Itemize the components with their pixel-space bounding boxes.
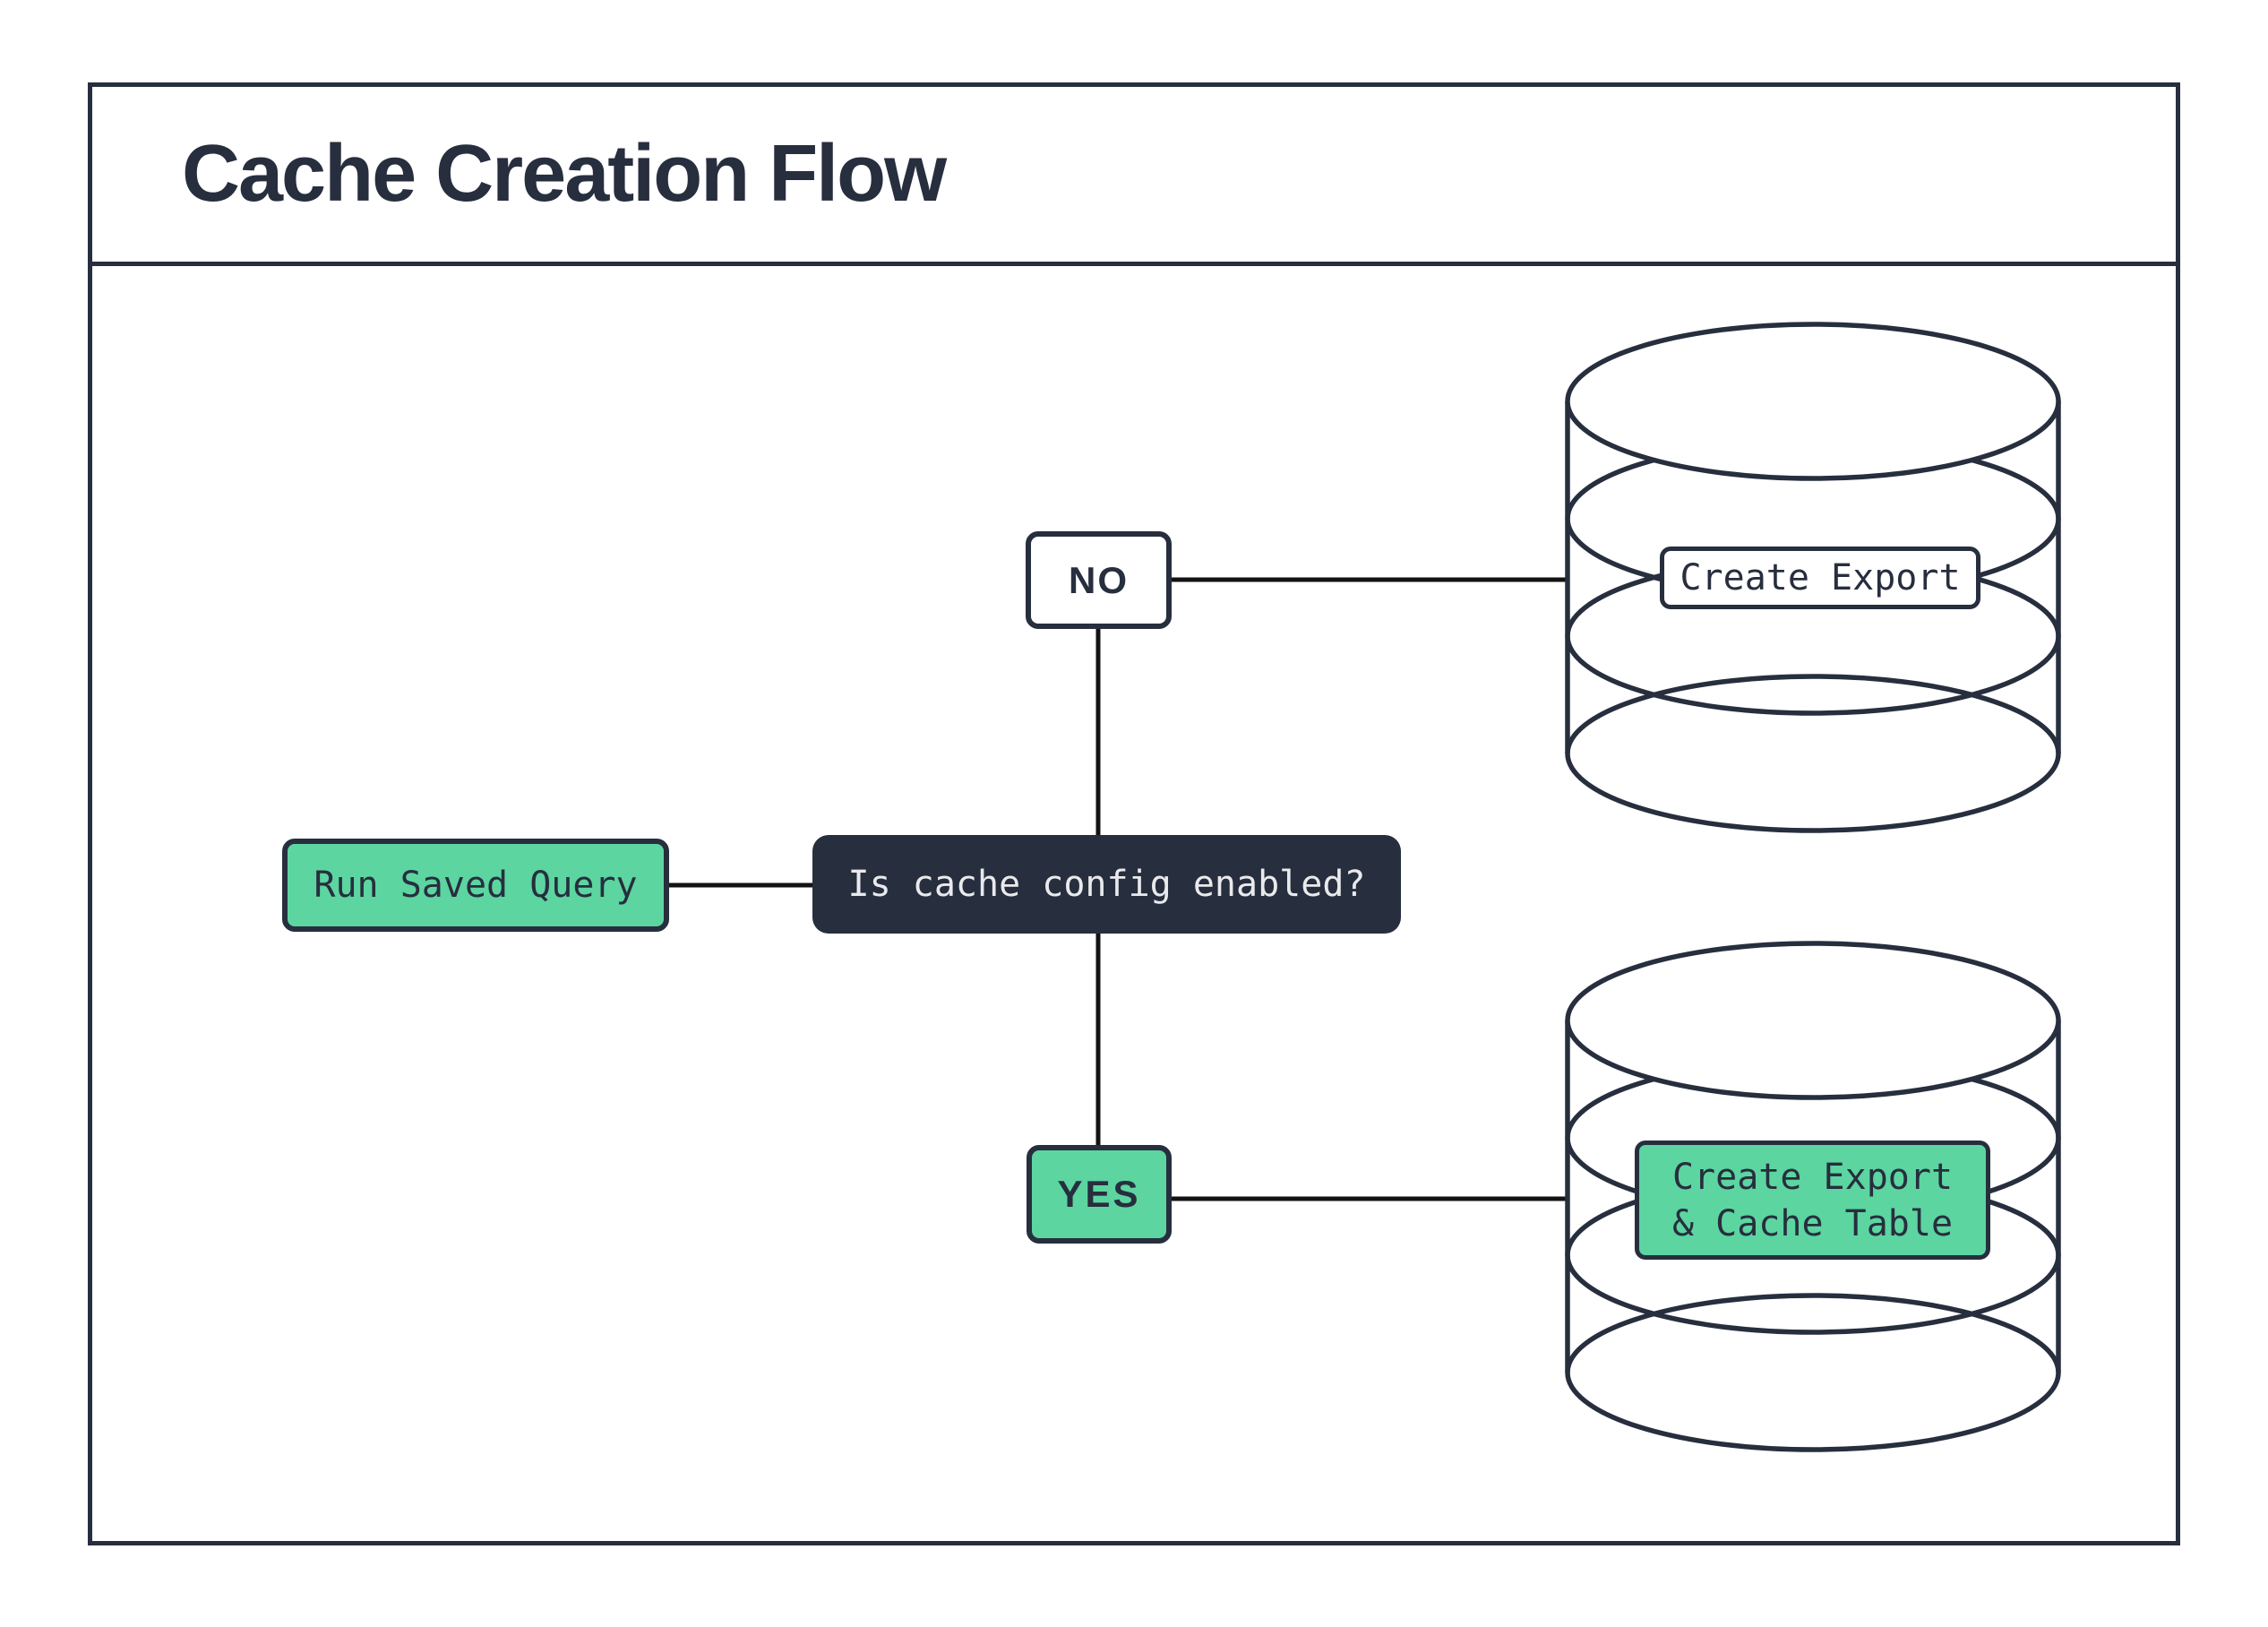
database-icon xyxy=(1565,322,2061,833)
node-branch-yes: YES xyxy=(1027,1145,1172,1244)
label-line-2: & Cache Table xyxy=(1671,1202,1954,1244)
label-line-1: Create Export xyxy=(1671,1156,1954,1198)
page-title: Cache Creation Flow xyxy=(182,129,947,219)
label-create-export-cache-table: Create Export & Cache Table xyxy=(1635,1141,1990,1260)
label-create-export: Create Export xyxy=(1660,547,1980,609)
title-bar: Cache Creation Flow xyxy=(92,87,2176,266)
database-icon xyxy=(1565,941,2061,1452)
node-run-saved-query: Run Saved Query xyxy=(282,839,669,932)
node-decision-cache-config: Is cache config enabled? xyxy=(812,835,1401,934)
node-branch-no: NO xyxy=(1026,531,1172,629)
